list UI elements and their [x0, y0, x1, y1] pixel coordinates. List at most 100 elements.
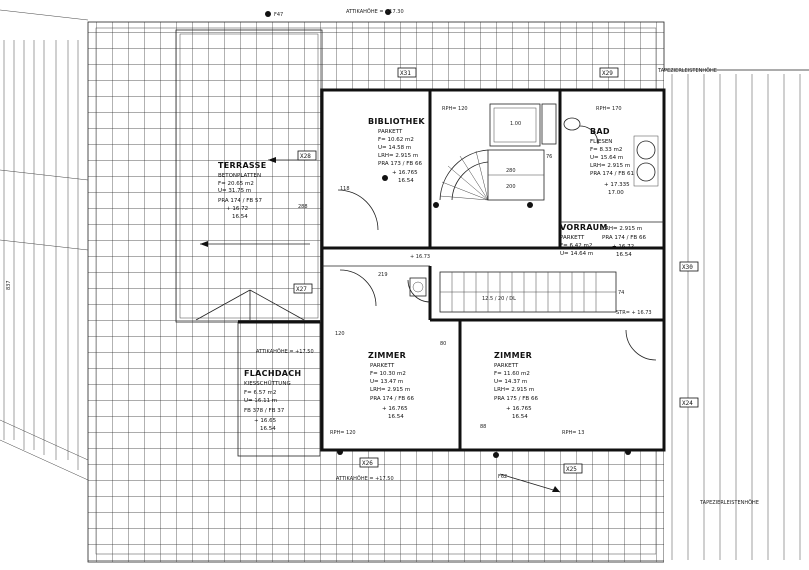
flat-roof-attika-label: ATTIKAHÖHE = +17.50 — [256, 348, 314, 355]
room-level-2: 16.54 — [398, 178, 414, 184]
slope-arrows — [195, 157, 561, 493]
room-level: + 16.72 — [612, 244, 634, 250]
plan-annotations: RPH= 120 RPH= 170 RPH= 120 RPH= 13 288 2… — [298, 106, 652, 436]
room-code: PRA 174 / FB 57 — [218, 198, 262, 204]
room-code: PRA 174 / FB 66 — [602, 235, 646, 241]
stair-dim-1: 200 — [506, 184, 516, 190]
tag-x30: X30 — [682, 264, 693, 271]
room-code: PRA 174 / FB 61 — [590, 171, 634, 177]
dim-88: 88 — [480, 424, 486, 430]
parapet-mark-2: RPH= 170 — [596, 106, 622, 112]
room-floor: BETONPLATTEN — [218, 173, 261, 179]
x-tags: X31 X29 X28 X27 X30 X24 X26 X25 — [293, 67, 699, 474]
room-bad: BAD FLIESEN F= 8.33 m2 U= 15.64 m LRH= 2… — [590, 127, 634, 196]
top-attika-label: ATTIKAHÖHE = +17.30 — [346, 8, 404, 15]
marker-f47: F47 — [274, 12, 283, 18]
dim-80: 80 — [440, 341, 446, 347]
room-level: + 16.765 — [392, 170, 418, 176]
room-area: F= 10.30 m2 — [370, 371, 406, 377]
room-perimeter: U= 14.64 m — [560, 251, 593, 257]
marker-f62: F62 — [498, 474, 507, 480]
room-level-2: 17.00 — [608, 190, 624, 196]
room-name: BIBLIOTHEK — [368, 117, 425, 126]
left-dimension-lines: 837 — [0, 9, 89, 481]
room-floor: PARKETT — [494, 363, 519, 369]
dim-74: 74 — [618, 290, 624, 296]
room-perimeter: U= 14.37 m — [494, 379, 527, 385]
room-level: + 16.765 — [506, 406, 532, 412]
room-perimeter: U= 31.75 m — [218, 188, 251, 194]
room-level-2: 16.54 — [232, 214, 248, 220]
room-name: FLACHDACH — [244, 369, 301, 378]
level-markers — [265, 9, 631, 458]
tag-x28: X28 — [300, 153, 311, 160]
room-zimmer-1: ZIMMER PARKETT F= 10.30 m2 U= 13.47 m LR… — [368, 351, 414, 420]
tapeten-label: TAPEZIERLEISTENHÖHE — [657, 67, 717, 74]
room-area: F= 10.62 m2 — [378, 137, 414, 143]
room-height: LRH= 2.915 m — [590, 163, 630, 169]
room-level-2: 16.54 — [388, 414, 404, 420]
room-name: ZIMMER — [368, 351, 406, 360]
dim-120: 120 — [335, 331, 345, 337]
tag-x29: X29 — [602, 70, 613, 77]
room-level: + 16.65 — [254, 418, 277, 424]
room-code: PRA 175 / FB 66 — [494, 396, 538, 402]
room-height: LRH= 2.915 m — [378, 153, 418, 159]
neighbour-hatching — [664, 69, 809, 570]
room-level-2: 16.54 — [616, 252, 632, 258]
vent-size: 1.00 — [510, 121, 521, 127]
room-height: LRH= 2.915 m — [494, 387, 534, 393]
room-code: FB 378 / FB 37 — [244, 408, 285, 414]
tapeten-bottom-label: TAPEZIERLEISTENHÖHE — [699, 499, 759, 506]
room-area: F= 6.57 m2 — [244, 390, 276, 396]
room-perimeter: U= 13.47 m — [370, 379, 403, 385]
parapet-mark-4: RPH= 13 — [562, 430, 584, 436]
room-area: F= 20.65 m2 — [218, 181, 254, 187]
room-perimeter: U= 14.58 m — [378, 145, 411, 151]
room-terrasse: TERRASSE BETONPLATTEN F= 20.65 m2 U= 31.… — [218, 161, 266, 220]
room-level: + 17.335 — [604, 182, 630, 188]
room-floor: PARKETT — [560, 235, 585, 241]
level-stair: + 16.73 — [410, 254, 430, 260]
stair-dim-2: 280 — [506, 168, 516, 174]
stair-note: 12.5 / 20 / DL — [482, 296, 516, 302]
dim-76: 76 — [546, 154, 552, 160]
tag-x24: X24 — [682, 400, 693, 407]
terrace-area — [175, 29, 323, 323]
room-floor: PARKETT — [370, 363, 395, 369]
parapet-mark-1: RPH= 120 — [442, 106, 468, 112]
tag-x27: X27 — [296, 286, 307, 293]
door-width-1: 288 — [298, 204, 308, 210]
room-floor: PARKETT — [378, 129, 403, 135]
room-name: ZIMMER — [494, 351, 532, 360]
room-name: VORRAUM — [560, 223, 608, 232]
room-perimeter: U= 15.64 m — [590, 155, 623, 161]
room-level-2: 16.54 — [512, 414, 528, 420]
room-height: LRH= 2.915 m — [602, 226, 642, 232]
room-code: PRA 174 / FB 66 — [370, 396, 414, 402]
room-vorraum: VORRAUM PARKETT F= 6.42 m2 U= 14.64 m LR… — [560, 223, 646, 258]
bottom-attika-label: ATTIKAHÖHE = +17.50 — [336, 475, 394, 482]
chimney — [409, 277, 427, 297]
room-height: LRH= 2.915 m — [370, 387, 410, 393]
dim-118: 118 — [340, 186, 350, 192]
room-area: F= 8.33 m2 — [590, 147, 622, 153]
room-level: + 16.72 — [226, 206, 248, 212]
tag-x25: X25 — [566, 466, 577, 473]
room-floor: FLIESEN — [590, 139, 612, 145]
room-area: F= 11.60 m2 — [494, 371, 530, 377]
room-zimmer-2: ZIMMER PARKETT F= 11.60 m2 U= 14.37 m LR… — [494, 351, 538, 420]
bath-fixtures — [489, 103, 659, 187]
room-flachdach: FLACHDACH KIESSCHÜTTUNG F= 6.57 m2 U= 16… — [244, 369, 301, 432]
room-area: F= 6.42 m2 — [560, 243, 592, 249]
tag-x26: X26 — [362, 460, 373, 467]
room-name: TERRASSE — [218, 161, 266, 170]
room-name: BAD — [590, 127, 610, 136]
room-code: PRA 173 / FB 66 — [378, 161, 422, 167]
room-floor: KIESSCHÜTTUNG — [244, 380, 291, 387]
flat-roof-area — [237, 320, 321, 457]
level-vorraum: STR= + 16.73 — [616, 310, 652, 316]
straight-stair — [439, 271, 617, 313]
spiral-stair — [439, 149, 545, 201]
